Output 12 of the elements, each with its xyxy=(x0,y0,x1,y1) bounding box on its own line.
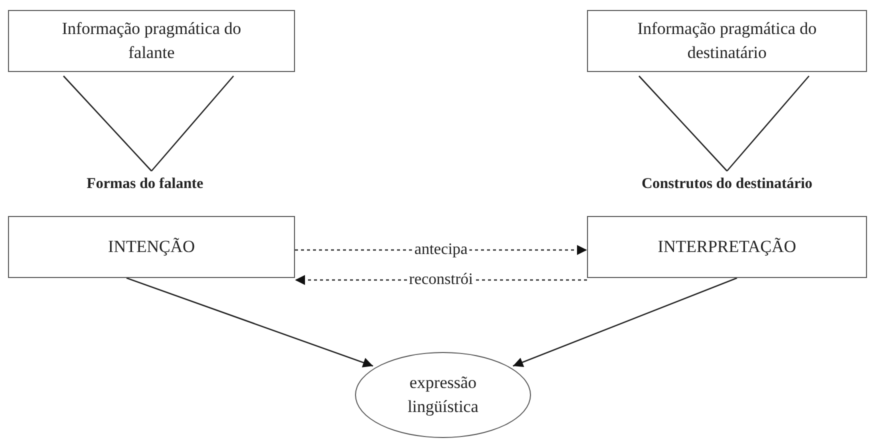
chevron-connector xyxy=(62,75,234,172)
edge-label: antecipa xyxy=(412,241,470,259)
chevron-connector xyxy=(638,75,810,172)
text-label: Construtos do destinatário xyxy=(587,170,867,196)
text-label: Formas do falante xyxy=(45,170,245,196)
process-box: Informação pragmática do destinatário xyxy=(587,10,867,72)
ellipse-node: expressão lingüística xyxy=(355,352,531,438)
process-box: INTERPRETAÇÃO xyxy=(587,216,867,278)
arrow xyxy=(126,277,374,368)
process-box: INTENÇÃO xyxy=(8,216,295,278)
process-box: Informação pragmática do falante xyxy=(8,10,295,72)
arrow xyxy=(512,277,738,367)
